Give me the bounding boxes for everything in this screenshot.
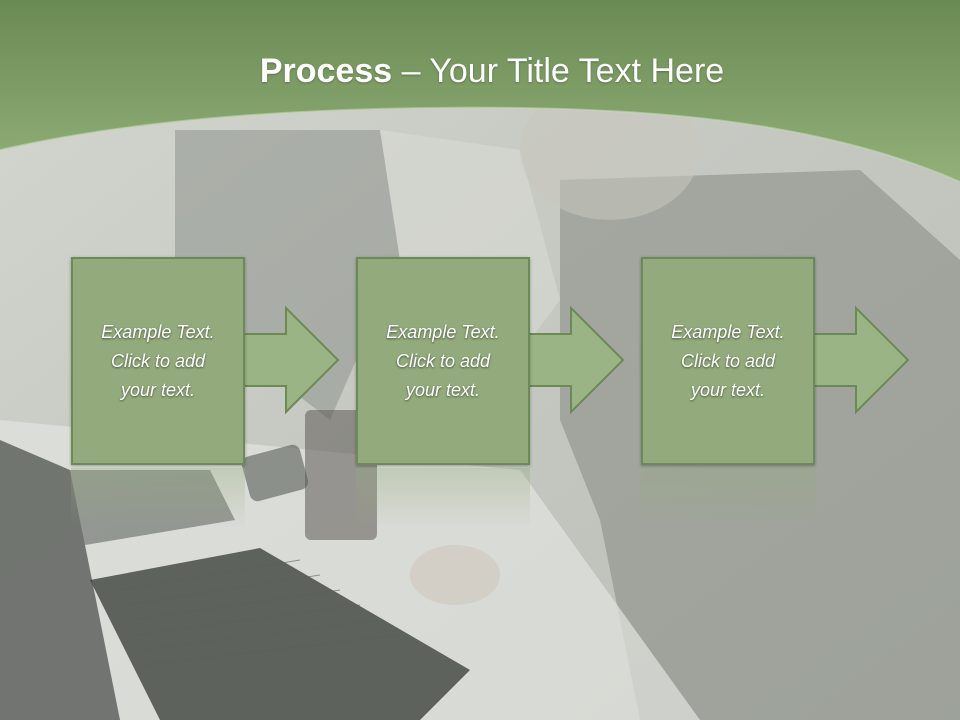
process-arrow-1 [238,305,340,415]
process-step-2[interactable]: Example Text. Click to add your text. [356,257,530,465]
title-rest: Your Title Text Here [429,52,725,90]
step-2-line-3: your text. [405,379,481,400]
process-arrow-2 [523,305,625,415]
step-2-text: Example Text. Click to add your text. [363,318,523,405]
step-2-reflection [356,468,530,528]
step-3-line-2: Click to add [680,350,776,371]
step-1-line-3: your text. [120,379,196,400]
title-separator: – [392,52,430,90]
step-2-line-1: Example Text. [386,321,500,342]
step-3-text: Example Text. Click to add your text. [648,318,808,405]
step-3-line-3: your text. [690,379,766,400]
step-1-line-1: Example Text. [101,321,215,342]
step-1-text: Example Text. Click to add your text. [78,318,238,405]
header-band [0,0,960,183]
process-step-1[interactable]: Example Text. Click to add your text. [71,257,245,465]
process-step-3[interactable]: Example Text. Click to add your text. [641,257,815,465]
step-1-line-2: Click to add [110,350,206,371]
title-bold: Process [259,52,393,90]
step-3-reflection [641,468,815,528]
step-2-line-2: Click to add [395,350,491,371]
step-1-reflection [71,468,245,528]
slide-title[interactable]: Process – Your Title Text Here [0,52,960,91]
process-arrow-3 [808,305,910,415]
step-3-line-1: Example Text. [671,321,785,342]
